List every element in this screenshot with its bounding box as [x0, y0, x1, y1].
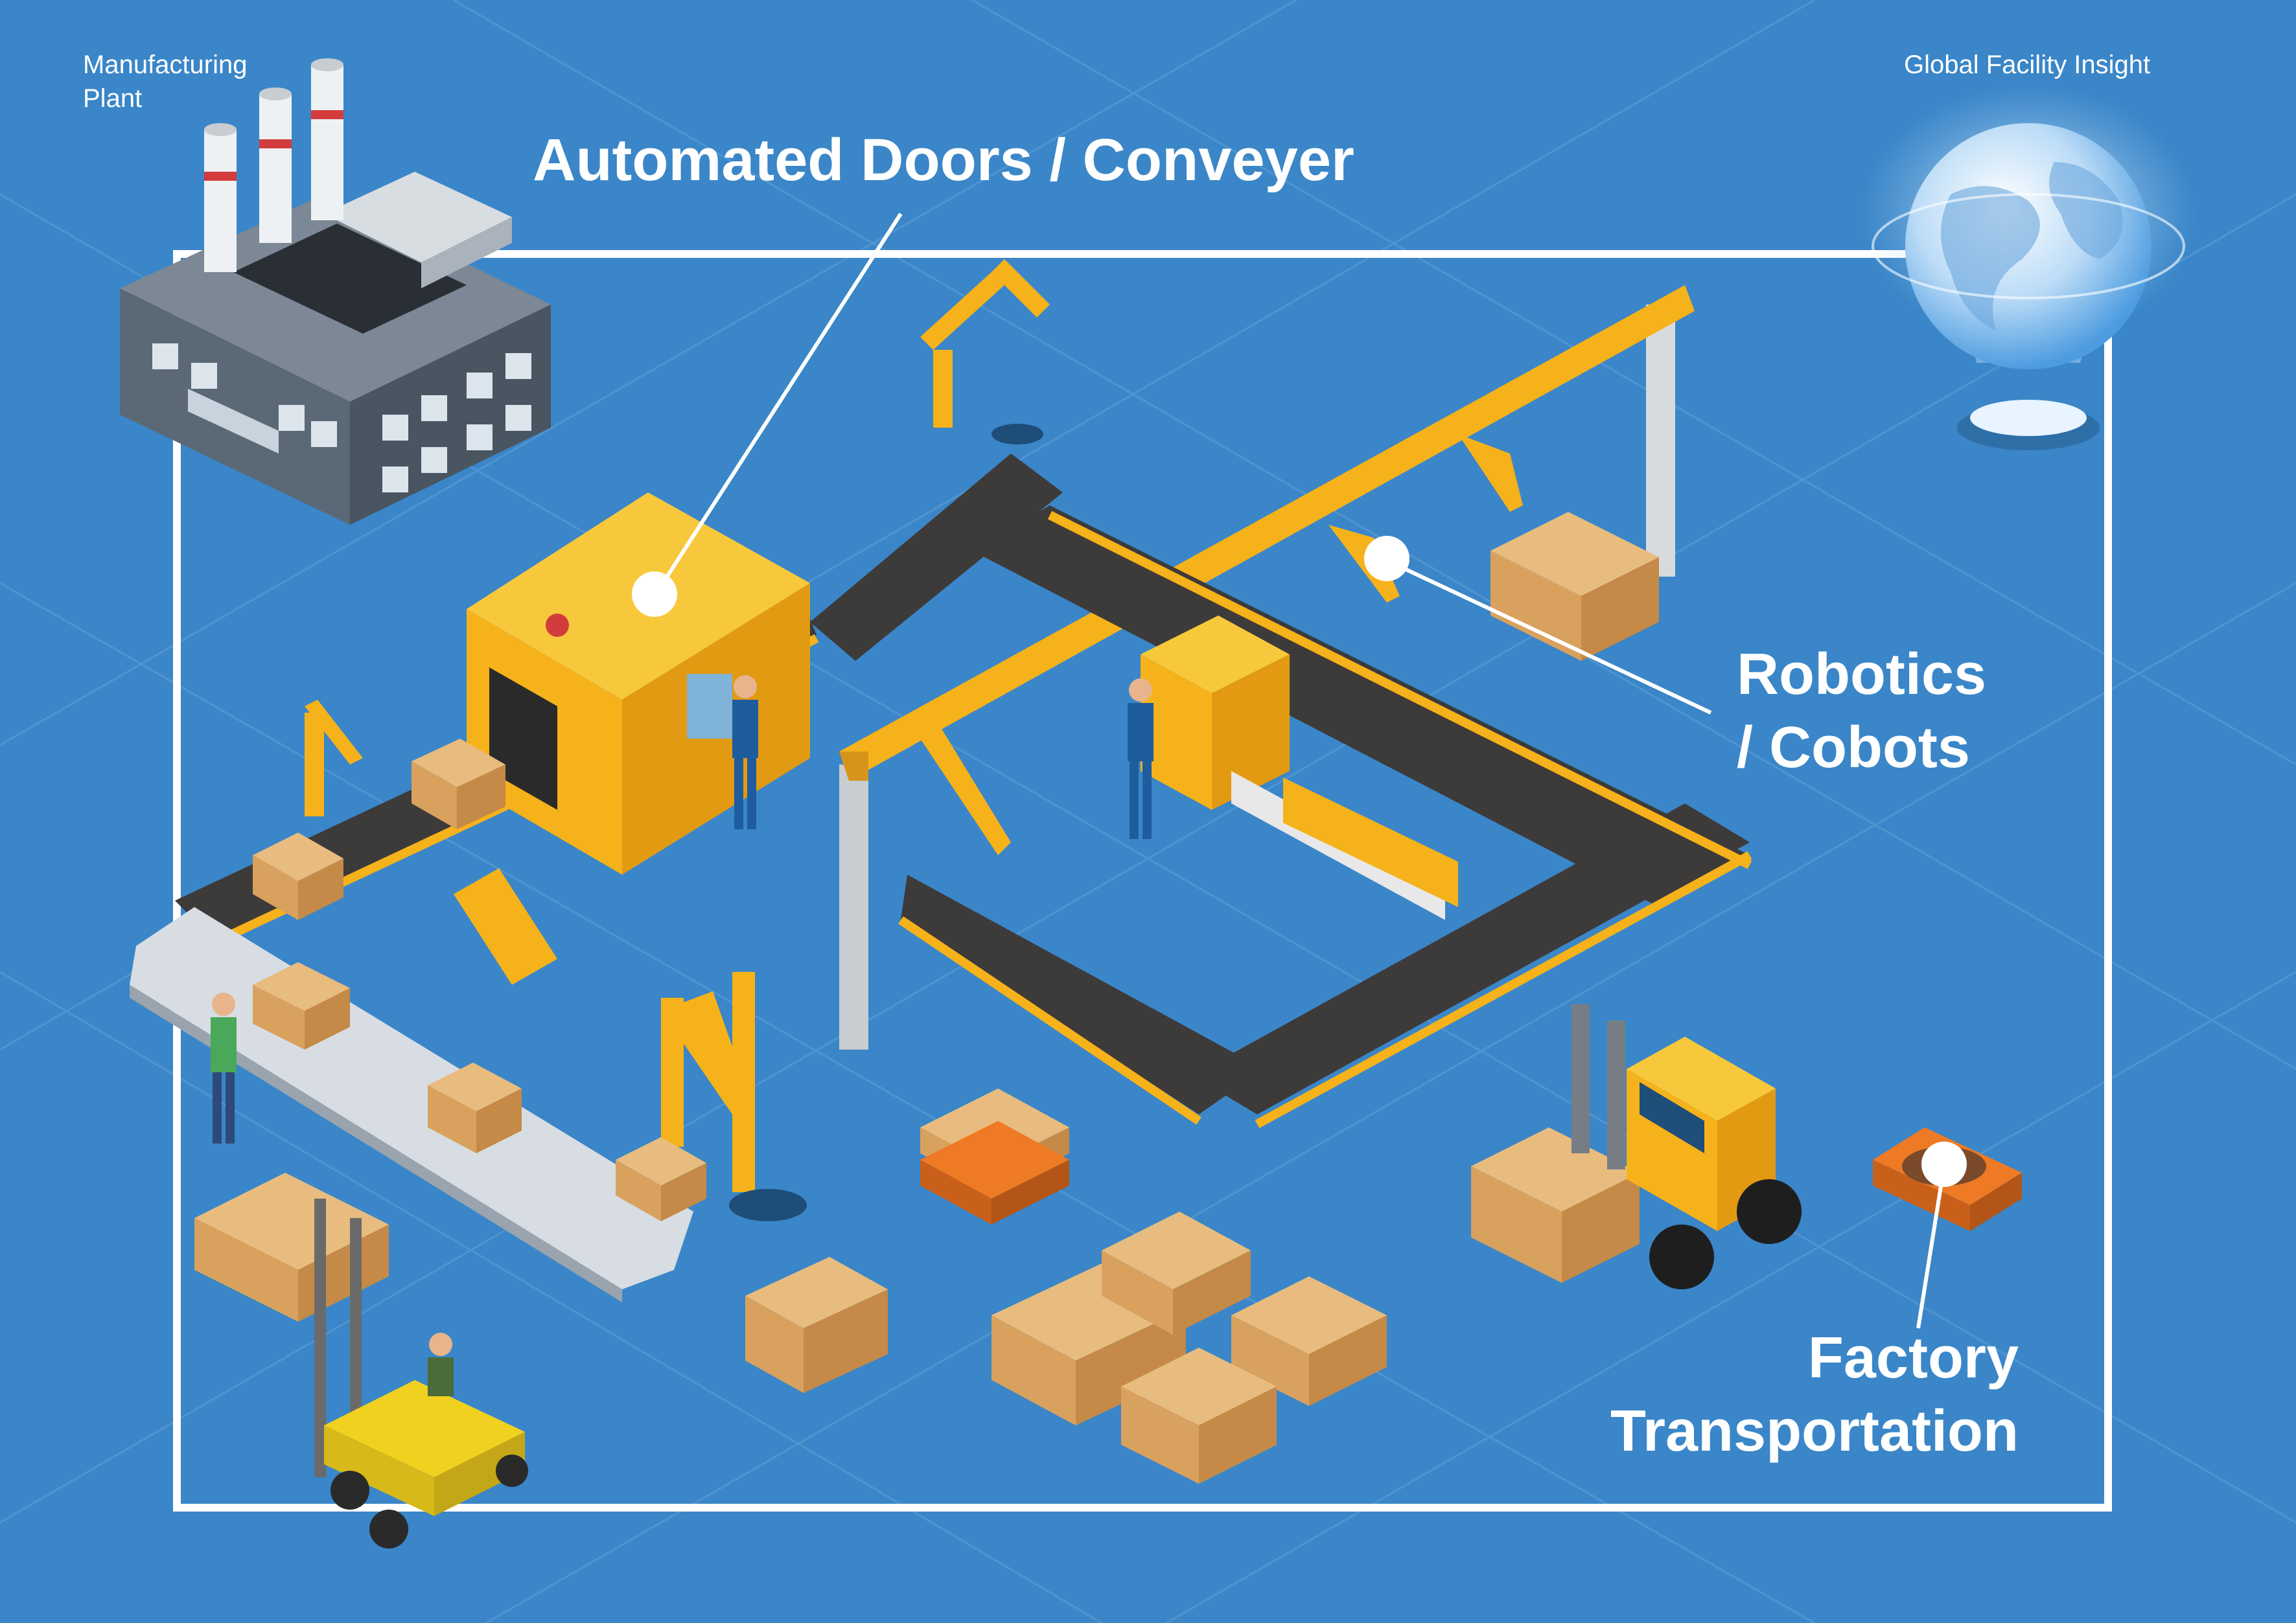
globe-hologram-icon — [1860, 84, 2197, 450]
robotics-label-line2: / Cobots — [1737, 715, 1970, 780]
manufacturing-plant-label-line2: Plant — [83, 84, 143, 113]
manufacturing-plant-label: Manufacturing Plant — [83, 48, 247, 115]
overhead-gantry — [839, 285, 1695, 1050]
automated-doors-conveyer-label: Automated Doors / Conveyer — [533, 127, 1354, 193]
worker-icon — [211, 675, 1154, 1144]
robotics-cobots-label: Robotics / Cobots — [1737, 638, 1986, 784]
cardboard-box-icon — [194, 512, 1659, 1484]
robot-arm-icon — [305, 259, 1523, 1221]
frame-border — [173, 250, 2112, 1512]
robotics-label-line1: Robotics — [1737, 642, 1987, 707]
forklift-icon — [314, 1199, 528, 1548]
callout-robotics — [1364, 536, 1712, 715]
transport-label-line1: Factory — [1807, 1326, 2019, 1390]
callout-transport — [1916, 1142, 1967, 1329]
truck-icon — [1571, 1004, 1802, 1289]
global-facility-insight-label: Global Facility Insight — [1904, 51, 2151, 79]
factory-transportation-label: Factory Transportation — [1610, 1322, 2019, 1468]
factory-building-icon — [120, 58, 551, 525]
manufacturing-plant-label-line1: Manufacturing — [83, 51, 248, 79]
center-station — [1141, 616, 1458, 920]
transport-label-line2: Transportation — [1610, 1398, 2019, 1464]
callout-doors — [632, 213, 903, 617]
automated-door-machine — [467, 492, 810, 875]
